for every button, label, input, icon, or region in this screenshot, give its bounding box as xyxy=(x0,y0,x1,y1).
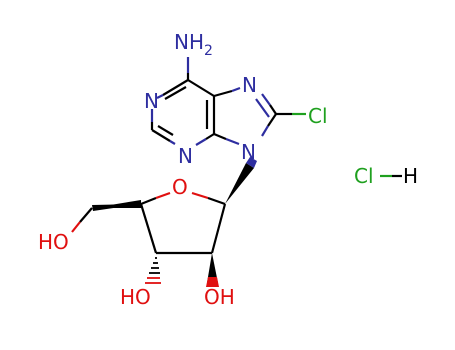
bond-n7-c8 xyxy=(261,93,271,106)
wedge-c2-oh xyxy=(207,253,218,283)
bond-c5-o5-b xyxy=(71,221,81,233)
bond-c4-o4 xyxy=(140,196,157,206)
atom-cl-c8: Cl xyxy=(308,104,328,128)
hcl-chlorine: Cl xyxy=(354,164,374,188)
bond-n9-c4-b xyxy=(213,132,227,141)
bond-c8-n9-b xyxy=(261,125,269,137)
ribose-ring xyxy=(139,191,227,255)
bond-n9-c4 xyxy=(225,137,240,146)
bond-c5-n7 xyxy=(213,89,233,98)
amine-label: NH2 xyxy=(174,30,213,59)
wedge-c1-n9 xyxy=(225,163,254,204)
bond-c8-n9 xyxy=(267,113,277,127)
hcl-counterion: Cl H xyxy=(354,164,418,188)
bond-c5-c6 xyxy=(187,79,215,97)
purine-ring xyxy=(150,57,306,146)
bond-c1-c2 xyxy=(210,203,227,254)
bond-c6-n1-double xyxy=(164,86,187,100)
hydroxyl-2prime: OH xyxy=(204,285,235,309)
hash-c3-oh xyxy=(145,257,161,284)
wedge-c4-c5-b xyxy=(92,200,141,208)
bond-c5-n7-b xyxy=(231,86,241,93)
bond-n7-c8-double xyxy=(255,98,270,118)
bond-n7-c8-b xyxy=(269,104,277,115)
atom-ring-oxygen: O xyxy=(172,175,188,199)
atom-n7: N xyxy=(242,73,257,97)
hydroxyl-5prime: HO xyxy=(38,230,69,254)
bond-c6-n1-b xyxy=(156,94,164,99)
wedge-c1-n9-n xyxy=(246,157,257,168)
bond-o4-c1-b xyxy=(207,196,226,206)
bond-n3-c4-b xyxy=(205,133,215,140)
bond-c4-o4-b xyxy=(155,191,171,200)
wedge-c2-oh-b xyxy=(206,277,219,287)
atom-n1: N xyxy=(144,89,159,113)
bond-c3-c4 xyxy=(139,203,158,254)
hydroxyl-3prime: HO xyxy=(120,285,151,309)
hcl-hydrogen: H xyxy=(403,164,418,188)
bond-c2-n3-b xyxy=(169,140,176,145)
bond-o4-c1 xyxy=(191,191,209,200)
bond-c2-n3-double xyxy=(157,125,174,136)
bond-n3-c4 xyxy=(195,138,207,146)
atom-n9: N xyxy=(241,140,256,164)
bond-c5-o5 xyxy=(79,207,93,223)
bond-c6-n1 xyxy=(162,79,189,96)
atom-n3: N xyxy=(178,144,193,168)
bond-c2-n3 xyxy=(151,129,171,142)
